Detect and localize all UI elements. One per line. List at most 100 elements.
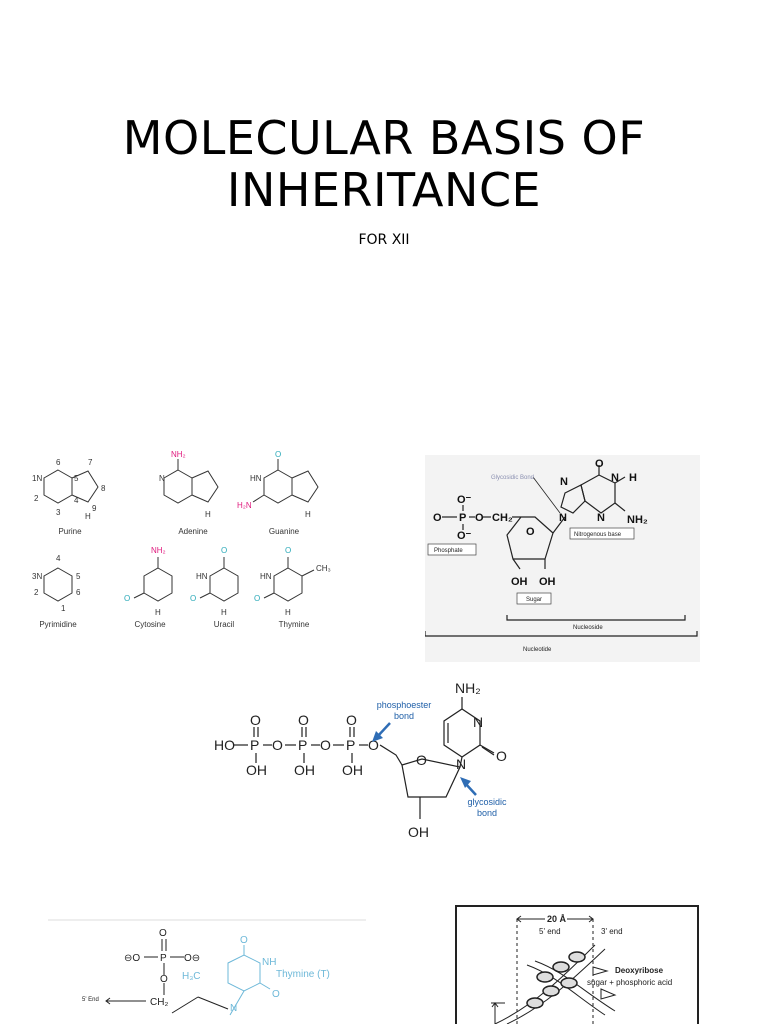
thymine-fig-label: Thymine (T)	[276, 969, 330, 980]
thymine-diagram: O ⊖O P O⊖ O CH₂ 5' End H₃C O NH O N Thym…	[48, 919, 366, 1016]
cytosine-nh2: NH₂	[151, 546, 166, 555]
thymine-nucleotide-figure: O ⊖O P O⊖ O CH₂ 5' End H₃C O NH O N Thym…	[48, 915, 366, 1024]
thymine-fig-5-end: 5' End	[82, 997, 99, 1003]
nitrogenous-bases-figure: 6 7 1N 5 8 2 4 9 3 H NH₂ N H O HN H₂N H …	[28, 445, 358, 645]
thymine-fig-nh: NH	[262, 957, 276, 968]
nucleotide-o-left: O	[433, 512, 442, 524]
tp-n-bottom: N	[456, 756, 466, 772]
thymine-ch3: CH₃	[316, 564, 331, 573]
tp-ho: HO	[214, 737, 235, 753]
glycosidic-label-2: bond	[477, 808, 497, 818]
pyrimidine-num-2: 2	[34, 588, 39, 597]
cytosine-o: O	[124, 594, 130, 603]
nucleotide-o-bridge: O	[475, 512, 484, 524]
base-n-7: N	[560, 476, 568, 488]
uracil-o-bottom: O	[190, 594, 196, 603]
thymine-h: H	[285, 608, 291, 617]
tp-ring-o: O	[416, 752, 427, 768]
purine-num-6: 6	[56, 458, 61, 467]
pyrimidine-num-4: 4	[56, 554, 61, 563]
thymine-o-bottom: O	[254, 594, 260, 603]
guanine-o: O	[275, 450, 281, 459]
slide-subtitle: FOR XII	[358, 232, 410, 248]
thymine-fig-n: N	[230, 1003, 237, 1014]
tp-p2: P	[298, 737, 307, 753]
thymine-fig-o-top: O	[159, 928, 167, 939]
pyrimidine-n3: 3N	[32, 572, 42, 581]
purine-num-3: 3	[56, 508, 61, 517]
purine-num-2: 2	[34, 494, 39, 503]
tp-oh-sugar: OH	[408, 824, 429, 840]
pyrimidine-num-5: 5	[76, 572, 81, 581]
adenine-h: H	[205, 510, 211, 519]
thymine-fig-h3c: H₃C	[182, 971, 201, 982]
nucleotide-ch2: CH₂	[492, 512, 513, 524]
bases-diagram: 6 7 1N 5 8 2 4 9 3 H NH₂ N H O HN H₂N H …	[32, 450, 331, 629]
tp-o-base: O	[496, 748, 507, 764]
purine-num-8: 8	[101, 484, 106, 493]
adenine-nh2: NH₂	[171, 450, 186, 459]
helix-5-end: 5' end	[539, 927, 561, 936]
thymine-fig-base-o: O	[272, 989, 280, 1000]
tp-nh2: NH₂	[455, 680, 481, 696]
cytosine-h: H	[155, 608, 161, 617]
uracil-o-top: O	[221, 546, 227, 555]
purine-num-7: 7	[88, 458, 93, 467]
purine-n1: 1N	[32, 474, 42, 483]
slide-title: MOLECULAR BASIS OF INHERITANCE	[0, 112, 768, 216]
tp-o-top1: O	[250, 712, 261, 728]
tp-n-top: N	[473, 714, 483, 730]
uracil-hn: HN	[196, 572, 208, 581]
label-adenine: Adenine	[178, 527, 208, 536]
base-n-1: N	[611, 472, 619, 484]
helix-3-end: 3' end	[601, 927, 623, 936]
nucleotide-o-minus-bottom: O⁻	[457, 530, 472, 542]
sugar-label: Sugar	[526, 597, 542, 603]
tp-o-top2: O	[298, 712, 309, 728]
thymine-hn: HN	[260, 572, 272, 581]
label-purine: Purine	[58, 527, 82, 536]
base-h: H	[629, 472, 637, 484]
triphosphate-diagram: HO P O P O P O O O O OH OH OH O OH NH₂ N…	[214, 680, 507, 840]
label-cytosine: Cytosine	[134, 620, 166, 629]
nucleoside-label: Nucleoside	[573, 625, 603, 631]
phosphate-label: Phosphate	[434, 548, 463, 554]
thymine-fig-p: P	[160, 953, 167, 964]
thymine-fig-base-o-top: O	[240, 935, 248, 946]
base-o: O	[595, 458, 604, 470]
tp-p1: P	[250, 737, 259, 753]
uracil-h: H	[221, 608, 227, 617]
thymine-fig-o-circ: ⊖O	[124, 953, 140, 964]
slide-title-line-2: INHERITANCE	[226, 163, 542, 217]
title-slide: MOLECULAR BASIS OF INHERITANCE FOR XII	[0, 0, 768, 400]
base-nh2: NH₂	[627, 514, 648, 526]
nucleotide-p: P	[459, 512, 466, 524]
tp-o3: O	[368, 737, 379, 753]
tp-o-top3: O	[346, 712, 357, 728]
nucleotide-ring-o: O	[526, 526, 535, 538]
helix-deoxyribose: Deoxyribose	[615, 966, 664, 975]
tp-o2: O	[320, 737, 331, 753]
guanine-h: H	[305, 510, 311, 519]
pyrimidine-num-1: 1	[61, 604, 66, 613]
triphosphate-figure: HO P O P O P O O O O OH OH OH O OH NH₂ N…	[210, 675, 540, 845]
purine-num-9: 9	[92, 504, 97, 513]
nucleotide-o-minus-top: O⁻	[457, 494, 472, 506]
tp-o1: O	[272, 737, 283, 753]
thymine-o-top: O	[285, 546, 291, 555]
phosphoester-label-1: phosphoester	[377, 700, 432, 710]
helix-width-label: 20 Å	[547, 914, 567, 924]
nucleotide-oh-left: OH	[511, 576, 528, 588]
pyrimidine-num-6: 6	[76, 588, 81, 597]
tp-p3: P	[346, 737, 355, 753]
label-pyrimidine: Pyrimidine	[39, 620, 77, 629]
nucleotide-oh-right: OH	[539, 576, 556, 588]
slide-title-line-1: MOLECULAR BASIS OF	[122, 111, 646, 165]
dna-helix-diagram: 20 Å 5' end 3' end Deoxyribose sugar + p…	[455, 905, 699, 1024]
thymine-fig-o-bridge: O	[160, 974, 168, 985]
purine-num-5: 5	[74, 474, 79, 483]
nucleotide-label: Nucleotide	[523, 647, 552, 653]
guanine-hn: HN	[250, 474, 262, 483]
tp-oh2: OH	[294, 762, 315, 778]
tp-oh3: OH	[342, 762, 363, 778]
